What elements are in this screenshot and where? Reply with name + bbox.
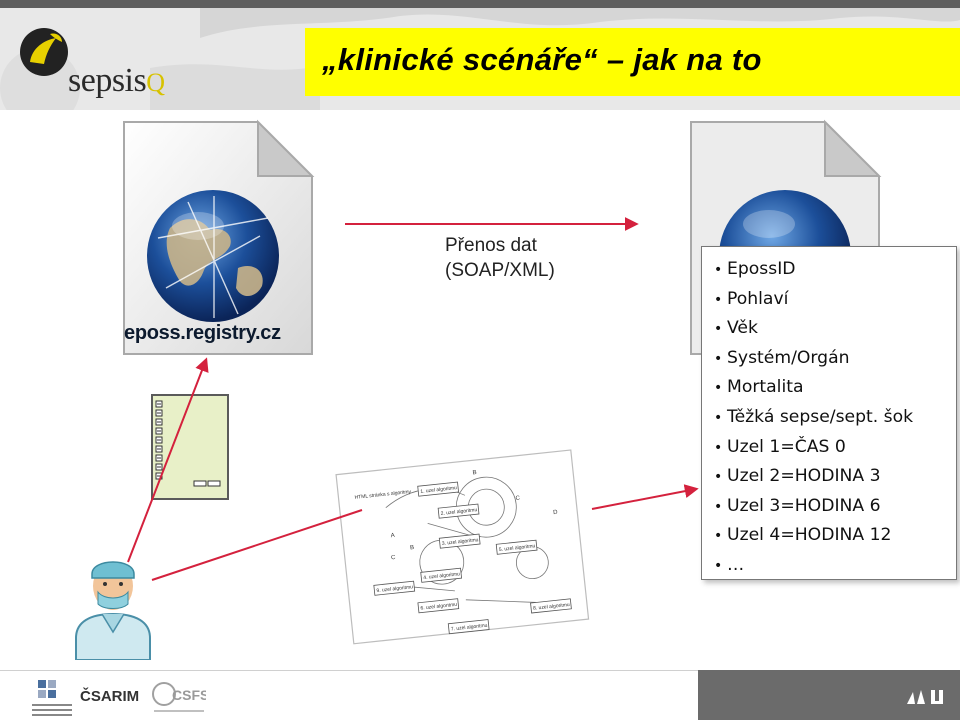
doctor-avatar-icon [75,561,151,660]
info-item: •Pohlaví [714,285,956,315]
info-item: •Uzel 2=HODINA 3 [714,462,956,492]
transfer-label-line2: (SOAP/XML) [445,260,555,281]
bullet-icon: • [714,469,723,486]
top-strip [0,0,960,8]
society-logo-icon [32,680,72,716]
info-item-text: Systém/Orgán [727,347,850,368]
diagram-edge-label: B [410,545,415,551]
patient-card-icon [151,394,229,500]
logo-wordmark-main: sepsis [68,62,147,99]
bullet-icon: • [714,262,723,278]
info-box: •EpossID •Pohlaví •Věk •Systém/Orgán •Mo… [701,246,957,580]
left-document-caption: eposs.registry.cz [124,322,281,344]
diagram-node: 8. uzel algoritmu [533,602,570,612]
logo-wordmark-q: Q [146,68,165,97]
info-item-text: Uzel 1=ČAS 0 [727,436,846,457]
diagram-edge-label: C [515,496,521,502]
info-item: •Uzel 1=ČAS 0 [714,433,956,463]
info-item-text: Pohlaví [727,288,789,309]
diagram-node: 9. uzel algoritmu [376,584,413,594]
transfer-label: Přenos dat (SOAP/XML) [445,233,555,283]
transfer-label-line1: Přenos dat [445,235,537,256]
info-item: •Věk [714,314,956,344]
diagram-edge-label: D [553,510,559,516]
bullet-icon: • [714,439,723,456]
diagram-edge-label: B [472,470,477,476]
info-item-text: Mortalita [727,377,804,398]
diagram-node: 5. uzel algoritmu [499,543,536,553]
info-item: •… [714,551,956,581]
bullet-icon: • [714,291,723,308]
globe-document-icon [123,119,315,355]
diagram-edge-label: C [391,555,397,561]
iba-logo [907,690,943,704]
info-item: •Uzel 3=HODINA 6 [714,492,956,522]
diagram-node: HTML stránka s algoritmy [354,489,412,501]
csarim-logo: ČSARIM [80,688,140,705]
sepsisq-logo [20,28,68,76]
info-item: •Systém/Orgán [714,344,956,374]
flow-diagram-image: HTML stránka s algoritmy 1. uzel algorit… [335,449,590,645]
bullet-icon: • [714,409,723,426]
logo-wordmark: sepsisQ [68,62,165,100]
info-item: •Těžká sepse/sept. šok [714,403,956,433]
csfs-logo-text: CSFS [172,687,206,703]
diagram-node: 4. uzel algoritmu [423,571,460,581]
diagram-node: 3. uzel algoritmu [442,537,479,547]
diagram-node: 7. uzel algoritmu [451,623,488,633]
bullet-icon: • [714,498,723,515]
info-item-text: Věk [727,318,758,339]
diagram-node: 1. uzel algoritmu [420,485,457,495]
csfs-logo: CSFS [152,682,206,712]
diagram-node: 6. uzel algoritmu [420,602,457,612]
info-item-text: Uzel 4=HODINA 12 [727,525,892,546]
bullet-icon: • [714,350,723,367]
diagram-to-info-arrow [591,484,699,510]
info-item: •EpossID [714,255,956,285]
info-item-text: Uzel 2=HODINA 3 [727,466,881,487]
info-item-text: Uzel 3=HODINA 6 [727,495,881,516]
diagram-node: 2. uzel algoritmu [440,507,477,517]
bullet-icon: • [714,380,723,397]
info-item-text: EpossID [727,259,796,279]
info-item: •Mortalita [714,373,956,403]
footer-dark-panel [698,670,960,720]
page-title: „klinické scénáře“ – jak na to [322,42,762,77]
info-list: •EpossID •Pohlaví •Věk •Systém/Orgán •Mo… [714,255,956,581]
info-item-text: Těžká sepse/sept. šok [727,406,914,427]
diagram-edge-label: A [390,533,395,539]
info-item: •Uzel 4=HODINA 12 [714,521,956,551]
bullet-icon: • [714,528,723,545]
bullet-icon: • [714,321,723,338]
title-bar [305,28,960,96]
info-item-text: … [727,554,745,575]
bullet-icon: • [714,557,723,574]
